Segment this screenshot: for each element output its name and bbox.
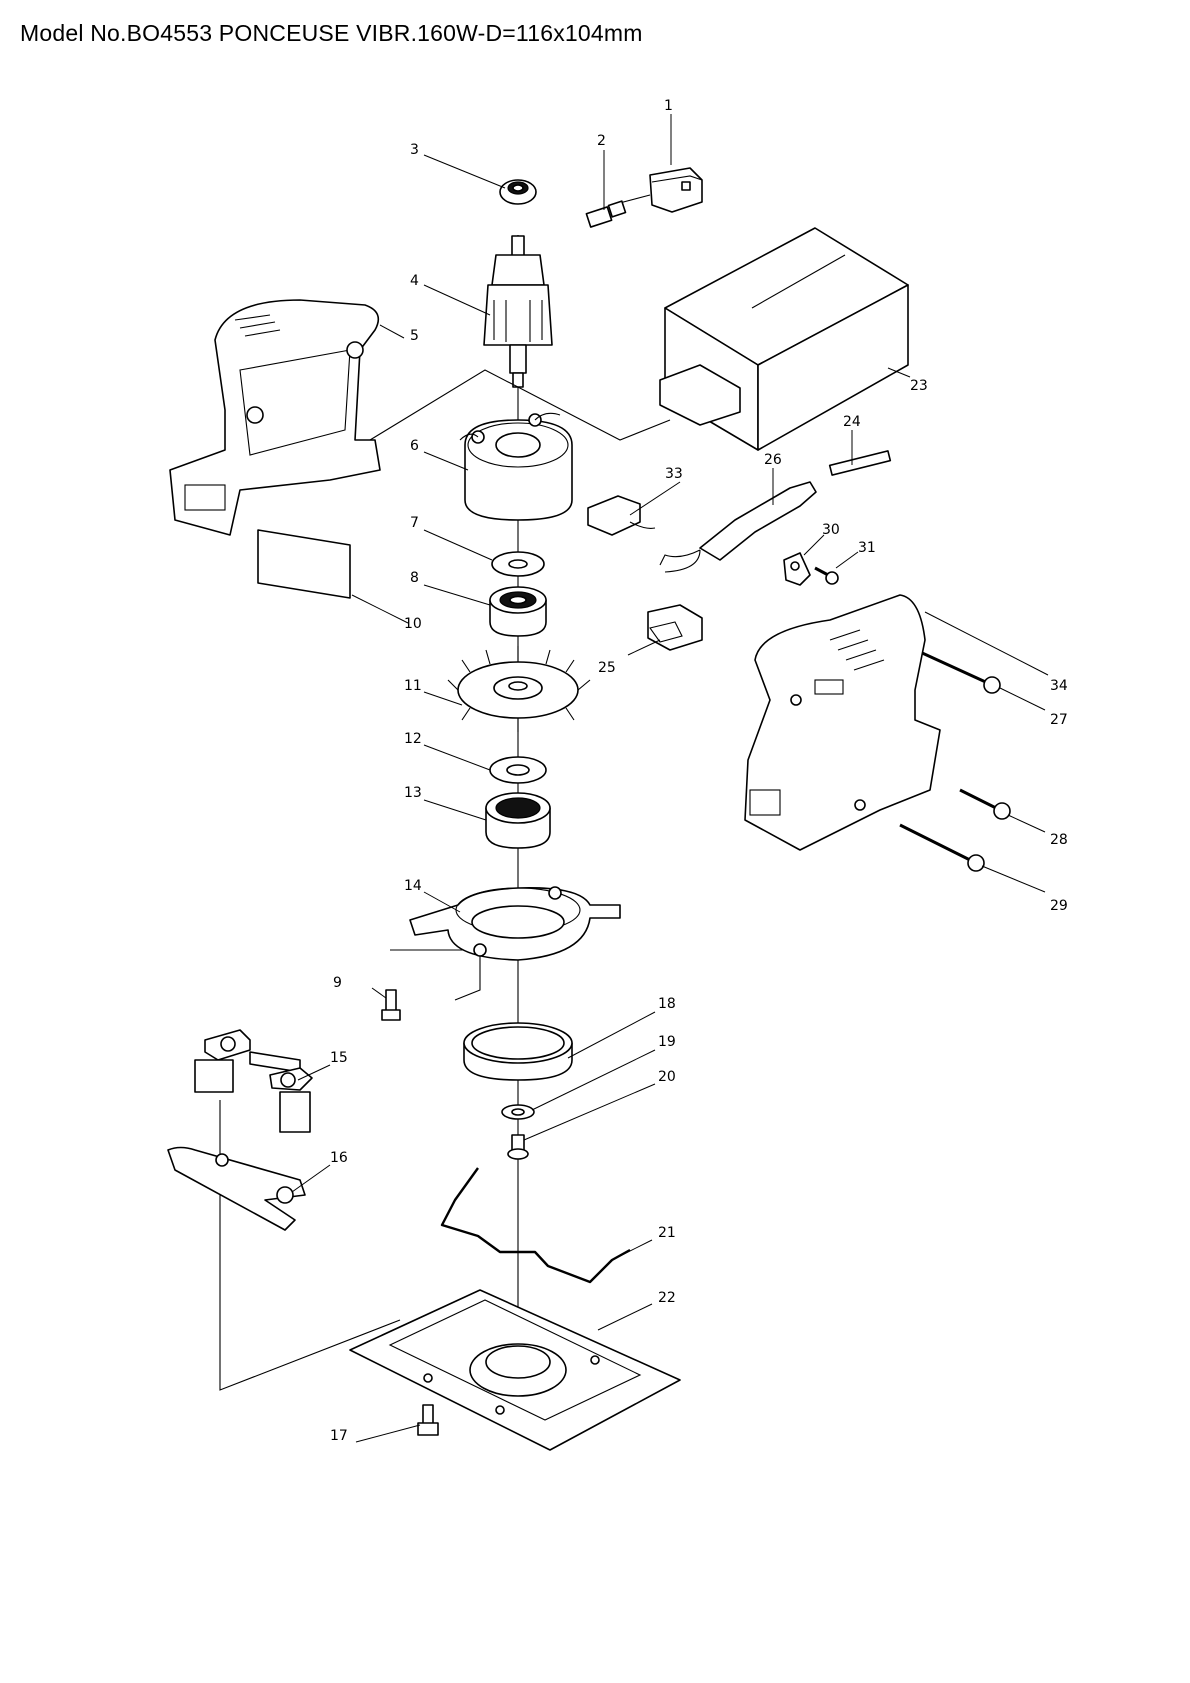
part-11-fan bbox=[447, 646, 591, 732]
part-label-28: 28 bbox=[1050, 832, 1068, 848]
part-3-ball-bearing bbox=[499, 179, 537, 205]
part-label-7: 7 bbox=[410, 515, 419, 531]
part-15-holder bbox=[194, 1029, 313, 1133]
part-label-27: 27 bbox=[1050, 712, 1068, 728]
part-label-20: 20 bbox=[658, 1069, 676, 1085]
part-label-15: 15 bbox=[330, 1050, 348, 1066]
part-label-10: 10 bbox=[404, 616, 422, 632]
part-16-plate bbox=[167, 1146, 306, 1231]
part-14-bearing-box bbox=[409, 886, 621, 961]
part-29-screw bbox=[899, 823, 985, 872]
part-17-screw bbox=[417, 1404, 439, 1436]
part-label-16: 16 bbox=[330, 1150, 348, 1166]
part-label-14: 14 bbox=[404, 878, 422, 894]
part-label-18: 18 bbox=[658, 996, 676, 1012]
part-24-cord bbox=[828, 450, 892, 476]
part-label-3: 3 bbox=[410, 142, 419, 158]
part-label-11: 11 bbox=[404, 678, 422, 694]
part-label-34: 34 bbox=[1050, 678, 1068, 694]
part-26-cord-guard bbox=[659, 481, 817, 573]
part-label-9: 9 bbox=[333, 975, 342, 991]
part-label-29: 29 bbox=[1050, 898, 1068, 914]
leader-lines bbox=[291, 114, 1049, 1443]
part-6-field bbox=[459, 412, 573, 521]
part-10-name-plate bbox=[257, 529, 351, 599]
part-label-21: 21 bbox=[658, 1225, 676, 1241]
part-label-24: 24 bbox=[843, 414, 861, 430]
part-28-screw bbox=[959, 788, 1011, 820]
part-12-washer bbox=[489, 756, 547, 784]
part-13-bearing bbox=[485, 792, 551, 849]
part-21-clamp-wire bbox=[440, 1167, 631, 1284]
part-label-2: 2 bbox=[597, 133, 606, 149]
part-label-4: 4 bbox=[410, 273, 419, 289]
part-4-armature bbox=[483, 235, 553, 388]
part-label-25: 25 bbox=[598, 660, 616, 676]
field-link-line bbox=[369, 369, 671, 441]
part-labels: 1 2 3 4 5 6 7 8 9 10 11 12 13 14 15 16 1… bbox=[330, 98, 1068, 1444]
part-label-33: 33 bbox=[665, 466, 683, 482]
part-label-17: 17 bbox=[330, 1428, 348, 1444]
part-2-carbon-brush bbox=[585, 200, 627, 228]
part-20-screw bbox=[507, 1134, 529, 1160]
part-label-12: 12 bbox=[404, 731, 422, 747]
part-label-1: 1 bbox=[664, 98, 673, 114]
part-label-5: 5 bbox=[410, 328, 419, 344]
part-label-19: 19 bbox=[658, 1034, 676, 1050]
part-label-30: 30 bbox=[822, 522, 840, 538]
page-title: Model No.BO4553 PONCEUSE VIBR.160W-D=116… bbox=[20, 20, 643, 46]
part-5-housing-half bbox=[169, 299, 381, 536]
part-1-terminal-block bbox=[611, 167, 703, 213]
part-22-pad bbox=[349, 1289, 681, 1451]
part-label-26: 26 bbox=[764, 452, 782, 468]
part-label-22: 22 bbox=[658, 1290, 676, 1306]
part-9-screw bbox=[381, 989, 401, 1021]
part-label-31: 31 bbox=[858, 540, 876, 556]
part-8-ball-bearing bbox=[489, 586, 547, 637]
part-label-13: 13 bbox=[404, 785, 422, 801]
part-label-23: 23 bbox=[910, 378, 928, 394]
part-23-dust-box bbox=[659, 227, 909, 451]
part-31-screw bbox=[814, 566, 839, 585]
part-label-8: 8 bbox=[410, 570, 419, 586]
part-27-screw bbox=[919, 650, 1001, 694]
part-18-ring bbox=[463, 1022, 573, 1081]
part-33-noise-suppressor bbox=[587, 495, 656, 536]
part-7-washer bbox=[491, 551, 545, 577]
part-19-washer bbox=[501, 1104, 535, 1120]
part-30-strain-relief bbox=[783, 552, 811, 586]
part-label-6: 6 bbox=[410, 438, 419, 454]
part-25-switch bbox=[647, 604, 703, 651]
part-34-housing-set bbox=[744, 594, 941, 851]
